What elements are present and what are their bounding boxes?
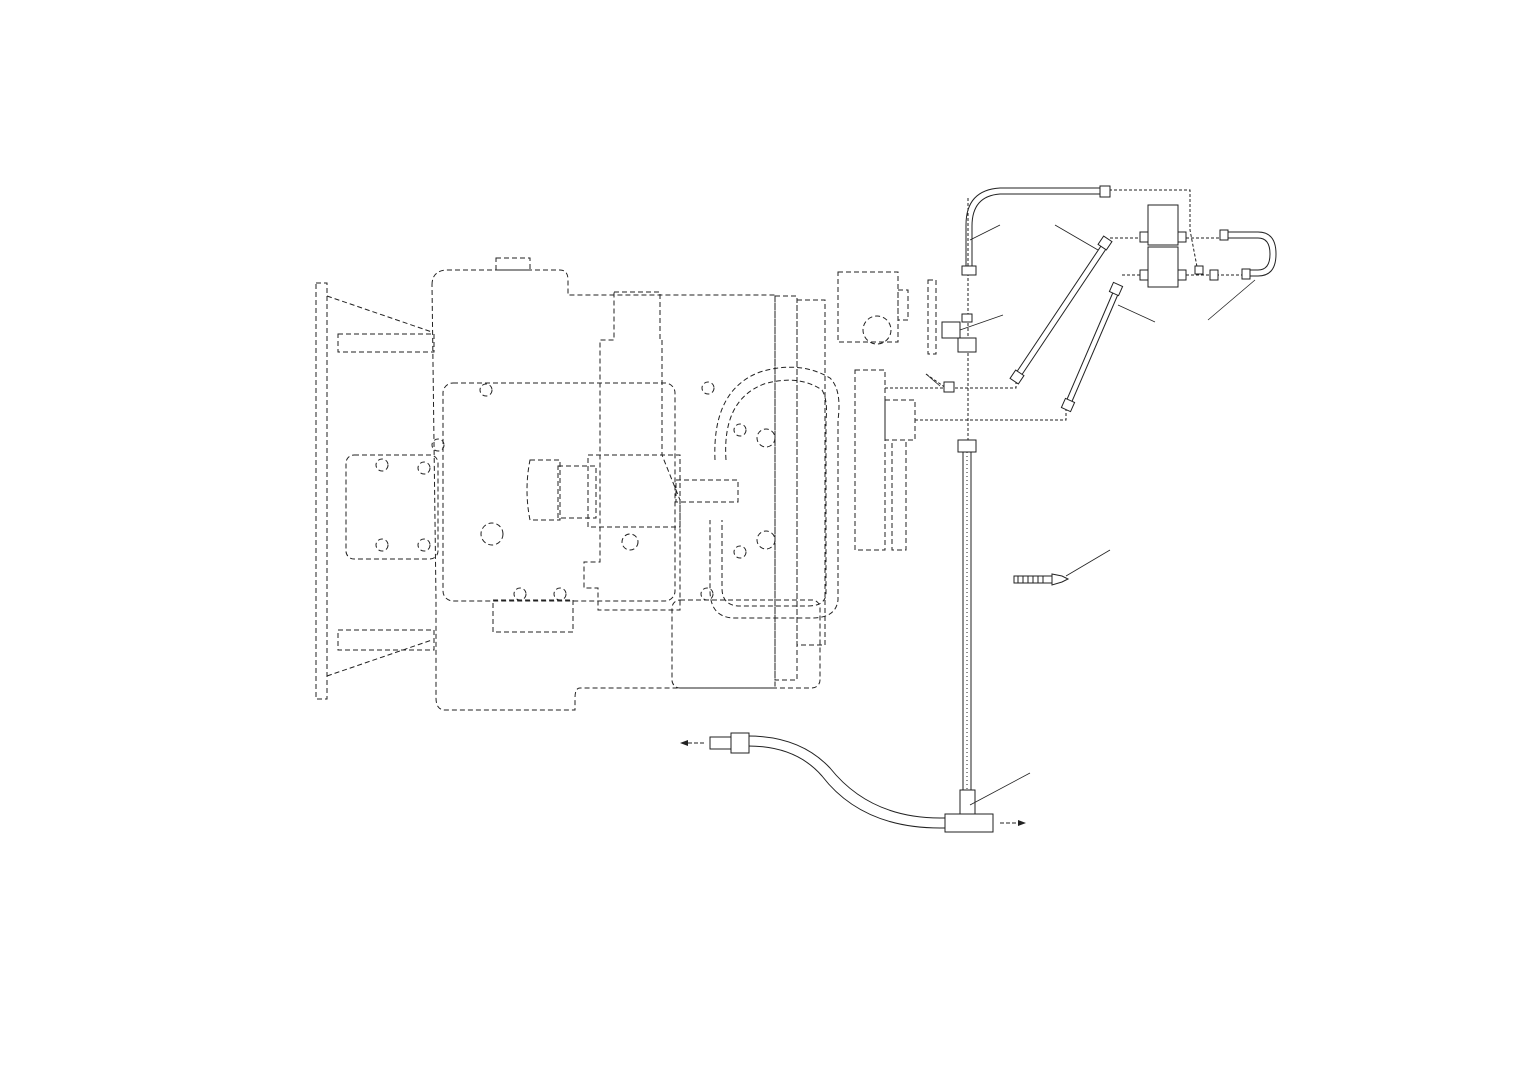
- fuel-rail: [675, 479, 739, 503]
- pump-bracket: [526, 459, 561, 521]
- manifold-lower: [1147, 246, 1179, 288]
- bolt-heads: [375, 381, 776, 601]
- flow-arrow-right: [1000, 820, 1026, 826]
- bellhousing-rib-top: [337, 333, 435, 353]
- injection-pump: [583, 291, 681, 611]
- filter-bracket: [891, 439, 907, 551]
- flow-arrow-left: [680, 740, 704, 746]
- flow-arrows: [680, 740, 1026, 826]
- diag-tube-2: [1064, 289, 1115, 405]
- leader-loose-bolt: [1065, 549, 1111, 577]
- pump-body: [587, 454, 681, 528]
- diag-tube-1: [1013, 242, 1104, 377]
- tubes-and-fittings: [709, 185, 1277, 833]
- tee-coupler: [944, 813, 994, 833]
- leader-vertical-hose: [969, 772, 1031, 806]
- top-tube-nut-upper: [1099, 185, 1111, 198]
- small-fitting: [943, 381, 955, 393]
- timing-cover: [796, 299, 826, 646]
- callout-leaders: [925, 224, 1256, 806]
- oil-pan-front: [671, 599, 821, 689]
- filter-outlet: [897, 289, 909, 321]
- fuel-filter-head: [837, 271, 899, 343]
- governor: [557, 465, 597, 519]
- filter-port: [884, 399, 916, 441]
- vertical-hose-nut: [957, 439, 977, 453]
- lower-hose-nipple: [709, 736, 733, 750]
- sump-boss: [492, 599, 574, 633]
- lower-hose-hexnut: [730, 732, 750, 754]
- pump-gear: [862, 315, 892, 345]
- vertical-hose: [962, 452, 972, 790]
- bellhousing-boss: [345, 454, 439, 560]
- bellhousing-flange: [315, 282, 328, 700]
- leader-tee-fitting: [959, 314, 1004, 331]
- gear-housing: [442, 382, 676, 602]
- engine-block: [431, 269, 776, 711]
- front-cover: [774, 295, 798, 681]
- top-tube-nut-lower: [961, 265, 977, 276]
- leader-small-fitting: [925, 373, 941, 387]
- mount-plate: [927, 279, 937, 355]
- tee-elbow: [957, 337, 977, 353]
- u-bend-tube: [1225, 231, 1277, 277]
- tee-fitting: [941, 321, 961, 339]
- engine-outline: [315, 257, 937, 711]
- bellhousing-rib-bottom: [337, 629, 435, 651]
- top-tube: [965, 187, 1104, 270]
- leader-top-tube: [969, 224, 1001, 241]
- secondary-filter: [854, 369, 886, 551]
- coolant-loop-inner: [721, 379, 827, 607]
- manifold-upper: [1147, 204, 1179, 246]
- leader-diag-tube-2: [1117, 304, 1156, 323]
- bellhousing-taper: [326, 295, 433, 677]
- leader-u-bend: [1207, 279, 1256, 321]
- lower-hose: [747, 735, 965, 819]
- top-boss: [495, 257, 531, 271]
- leader-diag-tube-1: [1054, 224, 1099, 251]
- coolant-loop-outer: [709, 366, 840, 619]
- loose-bolt-head: [1051, 573, 1070, 586]
